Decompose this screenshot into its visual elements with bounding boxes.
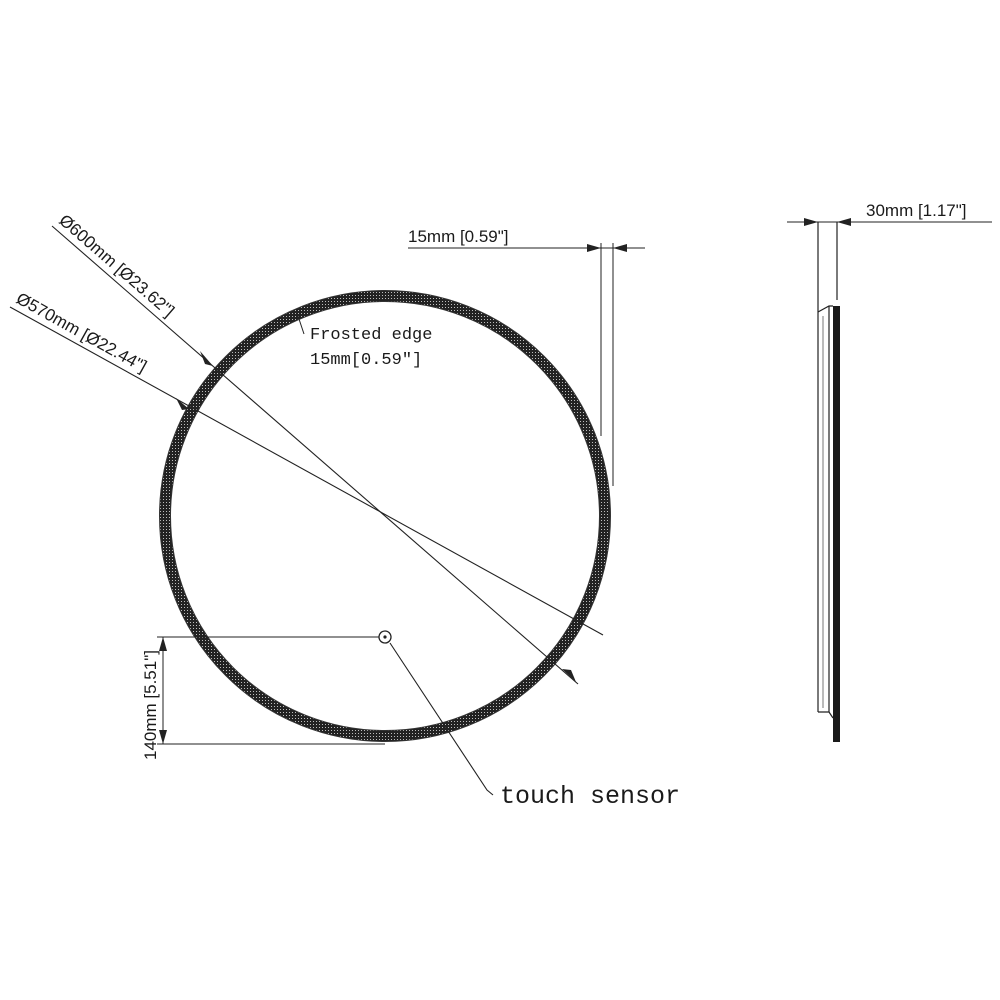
inner-diameter-arrow-top (176, 398, 189, 410)
outer-diameter-label: Ø600mm [Ø23.62"] (55, 211, 178, 321)
outer-diameter-arrow-top (200, 351, 213, 366)
sensor-height-label: 140mm [5.51"] (141, 650, 160, 760)
side-glass-panel (833, 306, 840, 742)
touch-sensor-label: touch sensor (500, 782, 680, 811)
touch-sensor-dot (383, 635, 387, 639)
frosted-edge-size: 15mm[0.59″] (310, 351, 422, 370)
side-profile-top-step (817, 305, 833, 313)
thickness-arrow-left (804, 218, 818, 226)
edge-width-label: 15mm [0.59"] (408, 227, 509, 246)
sensor-height-arrow-bottom (159, 730, 167, 744)
mirror-inner-outline (170, 301, 600, 731)
frosted-edge-leader (297, 315, 305, 335)
edge-width-arrow-right (613, 244, 627, 252)
outer-diameter-arrow-bottom (562, 669, 576, 682)
outer-diameter-leader (51, 225, 579, 685)
edge-width-arrow-left (587, 244, 601, 252)
front-view: Ø600mm [Ø23.62"] Ø570mm [Ø22.44"] Froste… (9, 211, 680, 811)
side-view: 30mm [1.17"] (787, 201, 992, 742)
side-profile-bottom-step (818, 711, 834, 719)
sensor-height-arrow-top (159, 637, 167, 651)
frosted-edge-title: Frosted edge (310, 326, 432, 345)
thickness-arrow-right (837, 218, 851, 226)
inner-diameter-leader (9, 306, 604, 636)
thickness-label: 30mm [1.17"] (866, 201, 967, 220)
frosted-edge-ring (159, 290, 611, 742)
mirror-outer-outline (159, 290, 611, 742)
inner-diameter-label: Ø570mm [Ø22.44"] (13, 289, 150, 376)
touch-sensor-leader (389, 642, 494, 796)
